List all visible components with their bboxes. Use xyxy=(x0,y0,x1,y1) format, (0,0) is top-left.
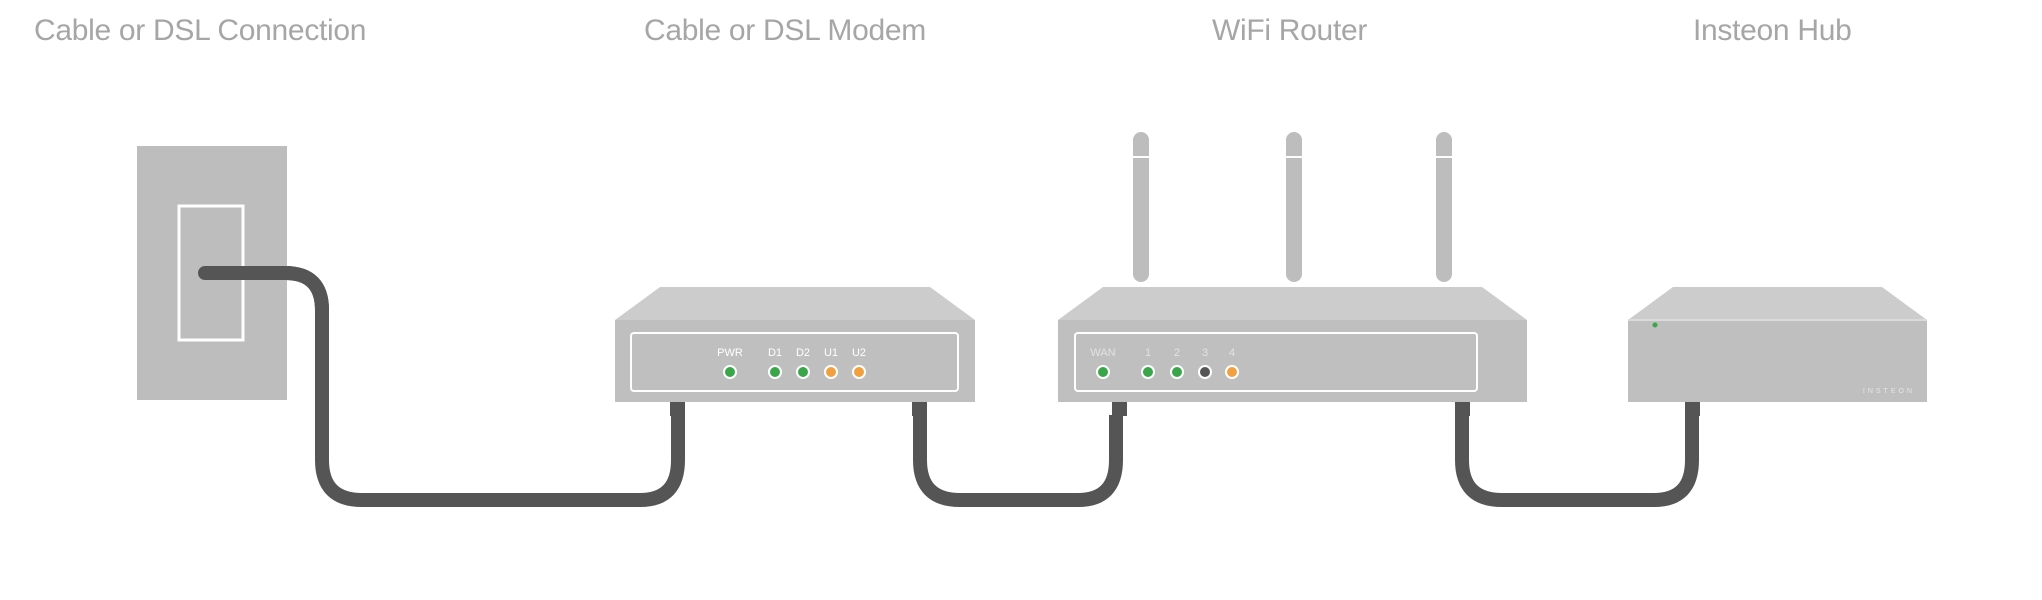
title-modem: Cable or DSL Modem xyxy=(644,14,926,47)
antenna-icon xyxy=(1133,132,1149,282)
modem-led-u1 xyxy=(824,365,838,379)
cable-router-to-hub xyxy=(1455,415,1699,507)
router-led-wan xyxy=(1096,365,1110,379)
insteon-hub: INSTEON xyxy=(1628,287,1927,416)
router-led-3 xyxy=(1198,365,1212,379)
modem-label-d1: D1 xyxy=(768,347,782,359)
modem-label-u1: U1 xyxy=(824,347,838,359)
modem-led-u2 xyxy=(852,365,866,379)
modem-led-pwr xyxy=(723,365,737,379)
title-router: WiFi Router xyxy=(1212,14,1368,47)
router-antennas xyxy=(1133,132,1452,282)
modem-label-d2: D2 xyxy=(796,347,810,359)
modem-label-u2: U2 xyxy=(852,347,866,359)
router-led-1 xyxy=(1141,365,1155,379)
title-connection: Cable or DSL Connection xyxy=(34,14,367,47)
modem: PWR D1 D2 U1 U2 xyxy=(615,287,975,416)
antenna-icon xyxy=(1436,132,1452,282)
router-label-1: 1 xyxy=(1145,347,1151,359)
antenna-icon xyxy=(1286,132,1302,282)
modem-led-d1 xyxy=(768,365,782,379)
router-label-wan: WAN xyxy=(1090,347,1115,359)
router-label-3: 3 xyxy=(1202,347,1208,359)
hub-brand-text: INSTEON xyxy=(1863,388,1915,395)
router-label-2: 2 xyxy=(1174,347,1180,359)
modem-led-d2 xyxy=(796,365,810,379)
router: WAN 1 2 3 4 xyxy=(1058,287,1527,416)
router-label-4: 4 xyxy=(1229,347,1235,359)
wall-cable-plug xyxy=(198,266,329,337)
cable-modem-to-router xyxy=(913,415,1123,507)
router-led-2 xyxy=(1170,365,1184,379)
title-hub: Insteon Hub xyxy=(1693,14,1852,47)
hub-status-led xyxy=(1652,322,1658,328)
modem-label-pwr: PWR xyxy=(717,347,743,359)
router-led-4 xyxy=(1225,365,1239,379)
